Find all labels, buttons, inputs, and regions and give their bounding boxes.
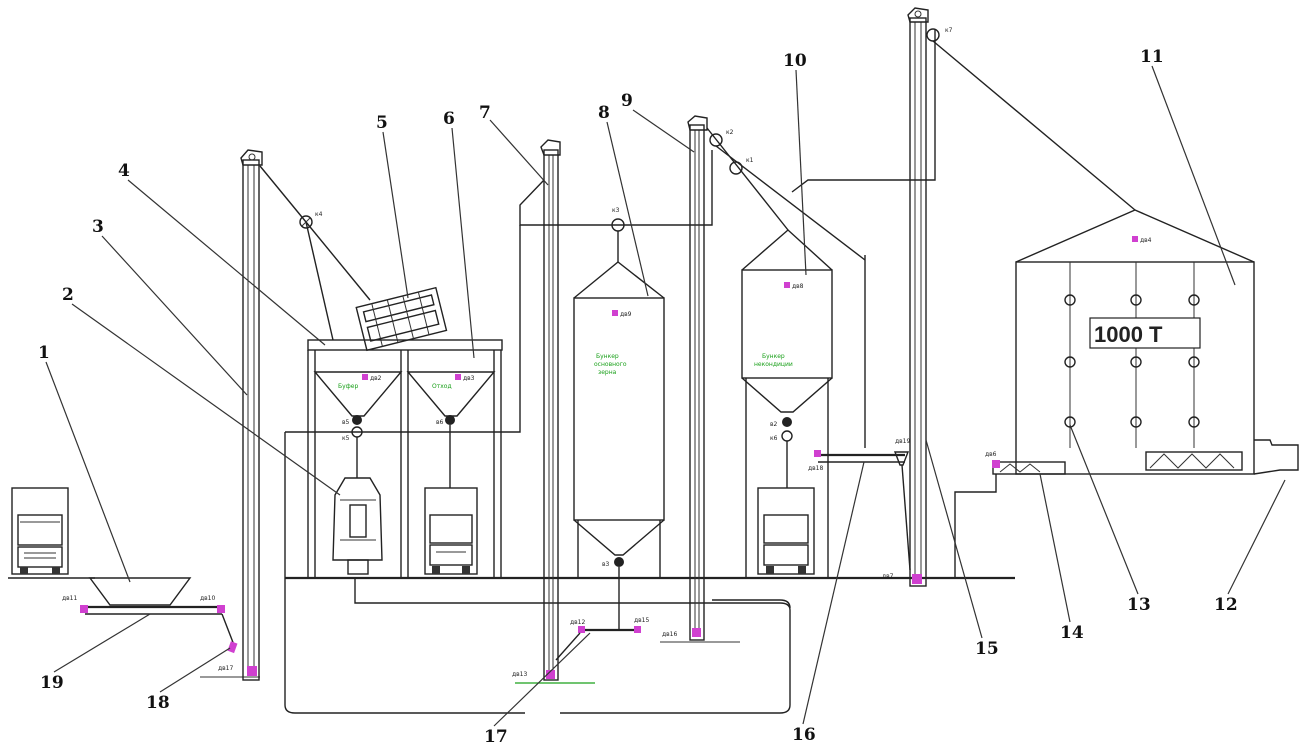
svg-text:в5: в5 (342, 419, 350, 426)
callout-8: 8 (598, 103, 610, 123)
svg-text:дв19: дв19 (895, 438, 911, 445)
top-duct (519, 150, 713, 226)
svg-text:Отход: Отход (432, 383, 452, 390)
callouts: 1 2 3 4 5 6 7 8 9 10 11 12 13 14 15 16 1… (38, 47, 1286, 747)
spout-to-separator (305, 221, 371, 301)
separator-machine (355, 286, 448, 352)
truck-2 (424, 487, 478, 575)
callout-3: 3 (92, 217, 104, 237)
return-duct (285, 225, 521, 433)
conveyor-16: дв18 (808, 450, 911, 571)
svg-text:к1: к1 (746, 157, 754, 164)
storage-bin-11: дв4 1000 Т (1015, 209, 1299, 475)
callout-4: 4 (118, 161, 130, 181)
callout-18: 18 (146, 693, 170, 713)
truck-1 (11, 487, 69, 575)
callout-17: 17 (484, 727, 508, 747)
callout-10: 10 (783, 51, 807, 71)
svg-text:дв15: дв15 (634, 617, 650, 624)
svg-text:дв17: дв17 (218, 665, 234, 672)
capacity-box (1089, 317, 1201, 349)
callout-7: 7 (479, 103, 491, 123)
callout-2: 2 (62, 285, 74, 305)
svg-text:дв8: дв8 (792, 283, 804, 290)
callout-12: 12 (1214, 595, 1238, 615)
callout-13: 13 (1127, 595, 1151, 615)
svg-text:дв11: дв11 (62, 595, 78, 602)
svg-text:дв4: дв4 (1140, 237, 1152, 244)
callout-11: 11 (1140, 47, 1164, 67)
callout-1: 1 (38, 343, 50, 363)
bucket-elevator-3: дв16 (662, 115, 708, 641)
overhead-bins: дв2 Буфер дв3 Отход в5 к5 в6 (307, 339, 503, 578)
svg-text:некондиции: некондиции (754, 361, 793, 368)
storage-silo-8: дв9 Бункер основного зерна в3 (573, 261, 665, 630)
bucket-elevator-2: дв13 (512, 139, 561, 681)
svg-text:к7: к7 (945, 27, 953, 34)
svg-text:дв13: дв13 (512, 671, 528, 678)
svg-text:дв7: дв7 (882, 573, 894, 580)
capacity-label: 1000 Т (1094, 322, 1163, 347)
spout-to-conveyor (715, 145, 866, 261)
svg-text:Бункер: Бункер (762, 353, 785, 360)
callout-16: 16 (792, 725, 816, 745)
crossover-duct (791, 30, 936, 193)
callout-5: 5 (376, 113, 388, 133)
svg-text:Буфер: Буфер (338, 383, 358, 390)
svg-text:к5: к5 (342, 435, 350, 442)
bucket-elevator-4: дв7 дв19 (882, 7, 929, 587)
svg-text:в2: в2 (770, 421, 778, 428)
svg-text:дв6: дв6 (985, 451, 997, 458)
svg-text:дв9: дв9 (620, 311, 632, 318)
svg-text:в3: в3 (602, 561, 610, 568)
grain-dryer (332, 477, 383, 575)
svg-text:в6: в6 (436, 419, 444, 426)
elevator3-feed (712, 599, 791, 609)
callout-9: 9 (621, 91, 633, 111)
storage-silo-10: дв8 Бункер некондиции в2 к6 (741, 229, 833, 578)
svg-text:дв18: дв18 (808, 465, 824, 472)
underground-duct-left (284, 432, 525, 714)
svg-text:дв16: дв16 (662, 631, 678, 638)
underground-duct-right (354, 578, 791, 714)
spout-to-bin (305, 221, 334, 341)
svg-text:дв10: дв10 (200, 595, 216, 602)
callout-6: 6 (443, 109, 455, 129)
callout-15: 15 (975, 639, 999, 659)
callout-14: 14 (1060, 623, 1084, 643)
gate-valve (299, 215, 313, 229)
intake-hopper: дв11 дв10 (62, 577, 238, 654)
spout-line (259, 165, 307, 223)
svg-text:дв12: дв12 (570, 619, 586, 626)
svg-text:к6: к6 (770, 435, 778, 442)
svg-text:основного: основного (594, 361, 627, 368)
gate-valve-15 (926, 28, 940, 42)
svg-text:к3: к3 (612, 207, 620, 214)
truck-3 (757, 487, 815, 575)
spout-to-silo10 (706, 127, 789, 231)
svg-text:дв2: дв2 (370, 375, 382, 382)
svg-text:Бункер: Бункер (596, 353, 619, 360)
svg-text:к4: к4 (315, 211, 323, 218)
bucket-elevator-1: дв17 (218, 149, 263, 681)
svg-text:зерна: зерна (598, 369, 617, 376)
svg-text:к2: к2 (726, 129, 734, 136)
spout-to-bin11 (932, 40, 1136, 211)
conveyor-17: дв12 дв15 (555, 617, 650, 661)
conveyor-14: дв6 (954, 451, 1066, 578)
svg-text:дв3: дв3 (463, 375, 475, 382)
callout-19: 19 (40, 673, 64, 693)
